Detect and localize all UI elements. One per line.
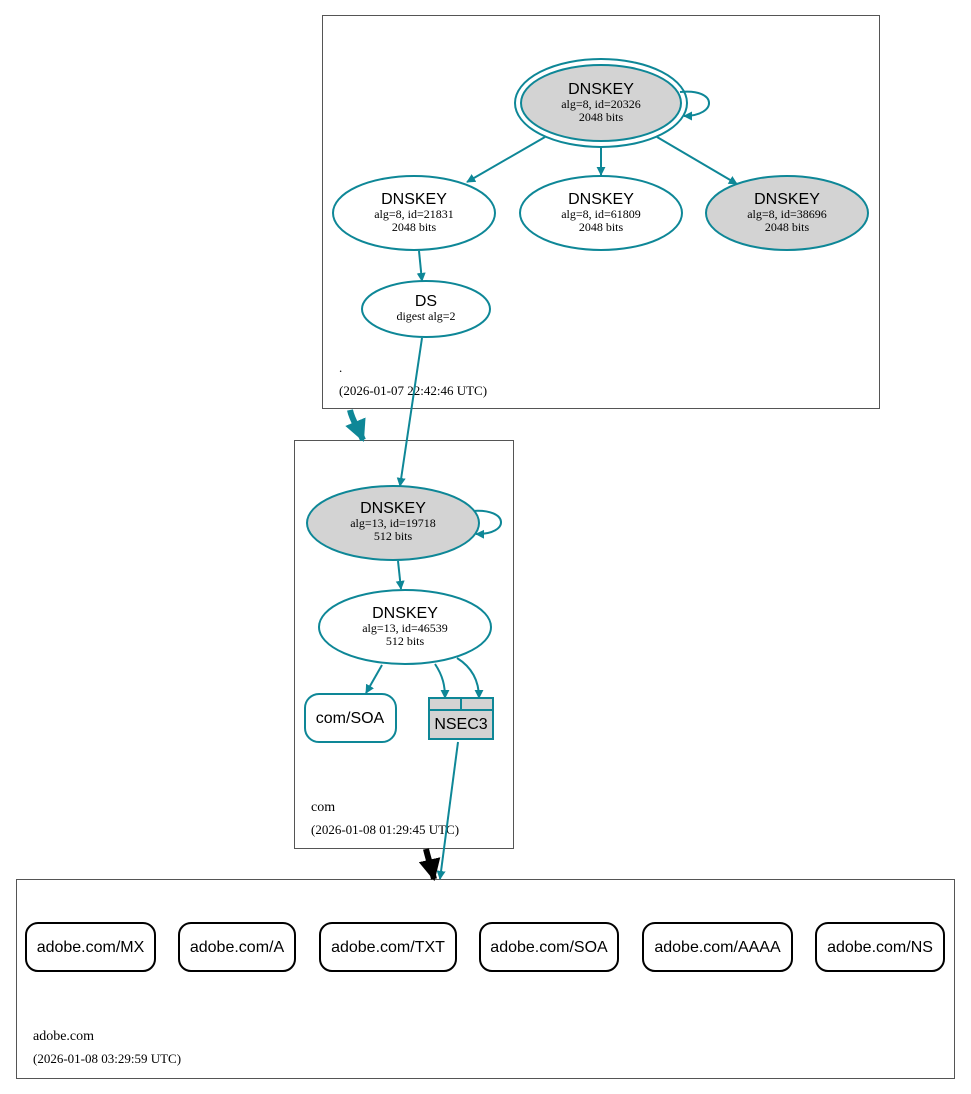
node-bits: 2048 bits <box>579 220 624 234</box>
edge-root-ksk-to-zsk3 <box>656 136 738 185</box>
edge-root-ksk-to-zsk1 <box>466 136 546 183</box>
delegation-com-to-adobe <box>418 848 441 882</box>
zone-adobe: adobe.com (2026-01-08 03:29:59 UTC) <box>16 879 955 1079</box>
node-detail: alg=13, id=46539 <box>362 621 448 635</box>
record-label: adobe.com/A <box>190 939 285 956</box>
node-label: NSEC3 <box>434 716 487 733</box>
delegation-root-to-com <box>345 409 366 443</box>
node-detail: alg=8, id=61809 <box>561 207 641 221</box>
node-detail: alg=8, id=20326 <box>561 97 641 111</box>
record-adobe-ns: adobe.com/NS <box>815 922 945 972</box>
record-label: adobe.com/SOA <box>490 939 608 956</box>
zone-com-name: com <box>311 800 335 815</box>
edge-com-ksk-to-zsk <box>395 560 405 590</box>
node-title: DNSKEY <box>568 81 634 98</box>
node-detail: alg=8, id=21831 <box>374 207 454 221</box>
record-adobe-a: adobe.com/A <box>178 922 296 972</box>
node-detail: alg=13, id=19718 <box>350 516 436 530</box>
edge-root-ksk-self <box>679 90 710 121</box>
node-title: DNSKEY <box>381 191 447 208</box>
node-title: DNSKEY <box>360 500 426 517</box>
edge-nsec3-to-adobe <box>436 741 459 880</box>
zone-root-timestamp: (2026-01-07 22:42:46 UTC) <box>339 383 487 398</box>
zone-com: com (2026-01-08 01:29:45 UTC) <box>294 440 514 849</box>
node-root-zsk-21831: DNSKEY alg=8, id=21831 2048 bits <box>332 175 496 251</box>
node-ds: DS digest alg=2 <box>361 280 491 338</box>
zone-com-timestamp: (2026-01-08 01:29:45 UTC) <box>311 822 459 837</box>
node-bits: 512 bits <box>386 634 425 648</box>
edge-zsk1-to-ds <box>416 250 426 282</box>
zone-root-name: . <box>339 360 342 375</box>
node-title: DNSKEY <box>568 191 634 208</box>
record-adobe-txt: adobe.com/TXT <box>319 922 457 972</box>
edge-ds-to-com-ksk <box>396 337 423 487</box>
record-label: adobe.com/MX <box>37 939 145 956</box>
node-detail: alg=8, id=38696 <box>747 207 827 221</box>
node-root-zsk-61809: DNSKEY alg=8, id=61809 2048 bits <box>519 175 683 251</box>
record-label: adobe.com/TXT <box>331 939 445 956</box>
node-bits: 2048 bits <box>392 220 437 234</box>
zone-root: . (2026-01-07 22:42:46 UTC) <box>322 15 880 409</box>
record-label: adobe.com/NS <box>827 939 933 956</box>
edge-com-ksk-self <box>471 509 502 539</box>
node-com-soa: com/SOA <box>304 693 397 743</box>
edge-com-zsk-to-soa <box>365 664 383 694</box>
node-nsec3: NSEC3 <box>428 697 494 740</box>
node-title: DNSKEY <box>372 605 438 622</box>
edge-com-zsk-to-nsec3-a <box>434 663 450 699</box>
node-root-zsk-38696: DNSKEY alg=8, id=38696 2048 bits <box>705 175 869 251</box>
zone-adobe-timestamp: (2026-01-08 03:29:59 UTC) <box>33 1051 181 1066</box>
node-com-ksk: DNSKEY alg=13, id=19718 512 bits <box>306 485 480 561</box>
node-title: DS <box>415 293 437 310</box>
record-adobe-soa: adobe.com/SOA <box>479 922 619 972</box>
node-bits: 2048 bits <box>579 110 624 124</box>
node-label: com/SOA <box>316 710 385 727</box>
zone-adobe-name: adobe.com <box>33 1029 94 1044</box>
node-detail: digest alg=2 <box>396 309 455 323</box>
edge-com-zsk-to-nsec3-b <box>456 657 484 699</box>
node-root-ksk: DNSKEY alg=8, id=20326 2048 bits <box>514 58 688 148</box>
record-adobe-aaaa: adobe.com/AAAA <box>642 922 793 972</box>
node-bits: 2048 bits <box>765 220 810 234</box>
node-bits: 512 bits <box>374 529 413 543</box>
node-com-zsk: DNSKEY alg=13, id=46539 512 bits <box>318 589 492 665</box>
edges <box>345 90 738 882</box>
record-label: adobe.com/AAAA <box>654 939 781 956</box>
node-title: DNSKEY <box>754 191 820 208</box>
record-adobe-mx: adobe.com/MX <box>25 922 156 972</box>
